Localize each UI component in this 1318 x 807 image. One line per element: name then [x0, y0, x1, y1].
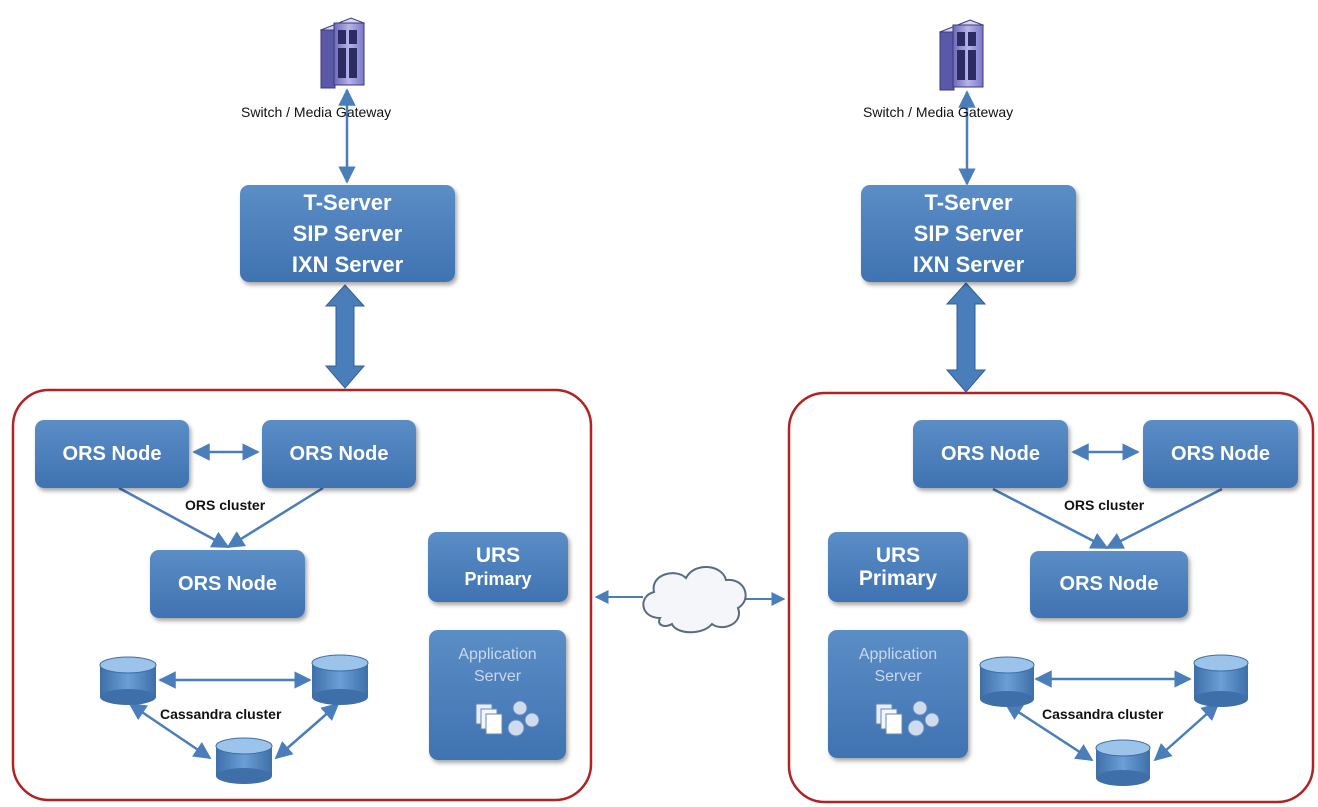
- database-icon: [99, 656, 157, 705]
- left-thick-arrow: [324, 284, 366, 389]
- left-application-server-box: Application Server: [429, 630, 566, 760]
- urs-title: URS: [475, 544, 521, 567]
- left-ors-cluster-arrow-a: [118, 486, 230, 549]
- app-server-line2: Server: [874, 668, 922, 685]
- right-ors-cluster-label: ORS cluster: [1064, 497, 1145, 513]
- right-cassandra-arrow-right: [1153, 702, 1220, 762]
- database-icon: [311, 654, 369, 705]
- right-server-box: T-Server SIP Server IXN Server: [861, 185, 1076, 282]
- tserver-label: T-Server: [303, 190, 392, 215]
- documents-icon: [475, 703, 502, 735]
- right-cassandra-arrow-left: [1004, 702, 1094, 762]
- left-ors-node-2: ORS Node: [262, 420, 416, 488]
- right-gateway-label: Switch / Media Gateway: [863, 104, 1014, 120]
- app-server-line1: Application: [458, 646, 537, 663]
- right-ors-node-1: ORS Node: [913, 420, 1068, 488]
- right-urs-primary-box: URS Primary: [828, 532, 968, 602]
- left-ors-cluster-arrow-b: [226, 486, 324, 549]
- app-server-icons: [875, 700, 940, 737]
- left-gateway-label: Switch / Media Gateway: [241, 104, 392, 120]
- left-ors-node-3: ORS Node: [150, 550, 305, 618]
- database-icon: [979, 656, 1035, 707]
- left-site-border: [11, 388, 593, 802]
- database-icon: [1193, 654, 1249, 707]
- urs-subtitle: Primary: [464, 569, 532, 589]
- app-server-line2: Server: [473, 668, 522, 685]
- left-cassandra-arrow-right: [274, 702, 340, 760]
- right-thick-arrow: [945, 282, 987, 393]
- left-ors-cluster-label: ORS cluster: [185, 497, 266, 513]
- sip-server-label: SIP Server: [913, 221, 1024, 246]
- left-ors-node-1: ORS Node: [35, 420, 189, 488]
- urs-title: URS: [875, 544, 921, 567]
- left-server-box: T-Server SIP Server IXN Server: [240, 185, 455, 282]
- gears-icon: [507, 700, 539, 737]
- cloud-icon: [642, 566, 747, 634]
- urs-subtitle: Primary: [858, 567, 938, 590]
- right-application-server-box: Application Server: [828, 630, 968, 758]
- ixn-server-label: IXN Server: [912, 252, 1025, 277]
- left-urs-primary-box: URS Primary: [428, 532, 568, 602]
- right-ors-cluster-arrow-b: [1105, 487, 1223, 550]
- right-cassandra-label: Cassandra cluster: [1042, 706, 1164, 722]
- right-ors-node-3: ORS Node: [1030, 551, 1188, 618]
- app-server-icons: [475, 700, 539, 737]
- ixn-server-label: IXN Server: [291, 252, 404, 277]
- database-icon: [215, 737, 273, 784]
- sip-server-label: SIP Server: [292, 221, 403, 246]
- right-ors-node-2: ORS Node: [1143, 420, 1298, 488]
- left-cassandra-arrow-left: [128, 702, 212, 760]
- tserver-label: T-Server: [924, 190, 1013, 215]
- app-server-line1: Application: [858, 646, 938, 663]
- right-server-tower-icon: [938, 19, 985, 91]
- gears-icon: [907, 700, 940, 737]
- right-ors-cluster-arrow-a: [992, 487, 1109, 550]
- database-icon: [1095, 739, 1151, 786]
- documents-icon: [875, 703, 903, 735]
- right-site-border: [787, 391, 1315, 804]
- left-cassandra-label: Cassandra cluster: [160, 706, 282, 722]
- left-server-tower-icon: [319, 17, 366, 89]
